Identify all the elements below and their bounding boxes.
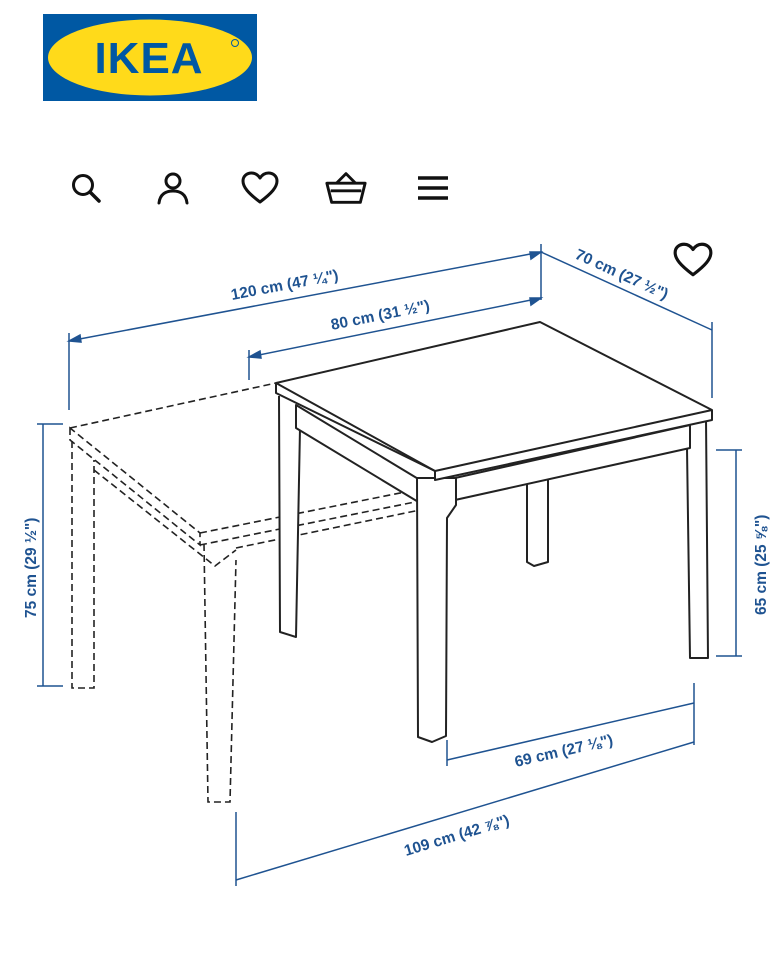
extended-length-label: 120 cm (47 ¼")	[230, 267, 340, 304]
search-icon	[72, 174, 101, 203]
menu-icon	[418, 176, 448, 200]
ikea-logo-graphic: IKEA	[48, 19, 252, 96]
user-icon	[157, 172, 189, 205]
menu-button[interactable]	[411, 166, 455, 210]
leg-span-label: 69 cm (27 ⅛")	[513, 732, 615, 771]
height-label: 75 cm (29 ½")	[23, 518, 40, 618]
leg-clearance-label: 65 cm (25 ⅝")	[753, 515, 770, 615]
account-button[interactable]	[151, 166, 195, 210]
depth-label: 70 cm (27 ½")	[572, 246, 670, 303]
basket-icon	[325, 172, 367, 204]
search-button[interactable]	[64, 166, 108, 210]
logo-text: IKEA	[94, 34, 203, 83]
favorites-button[interactable]	[238, 166, 282, 210]
dimension-lines	[37, 244, 742, 886]
basket-button[interactable]	[324, 166, 368, 210]
heart-icon	[241, 171, 279, 204]
ikea-logo[interactable]: IKEA	[43, 14, 257, 101]
extended-table-outline	[69, 382, 421, 803]
heart-icon	[673, 242, 713, 277]
table-outline	[275, 321, 713, 743]
length-label: 80 cm (31 ½")	[329, 297, 431, 334]
add-to-favorites-button[interactable]	[669, 237, 717, 283]
extended-leg-span-label: 109 cm (42 ⅞")	[402, 812, 511, 860]
